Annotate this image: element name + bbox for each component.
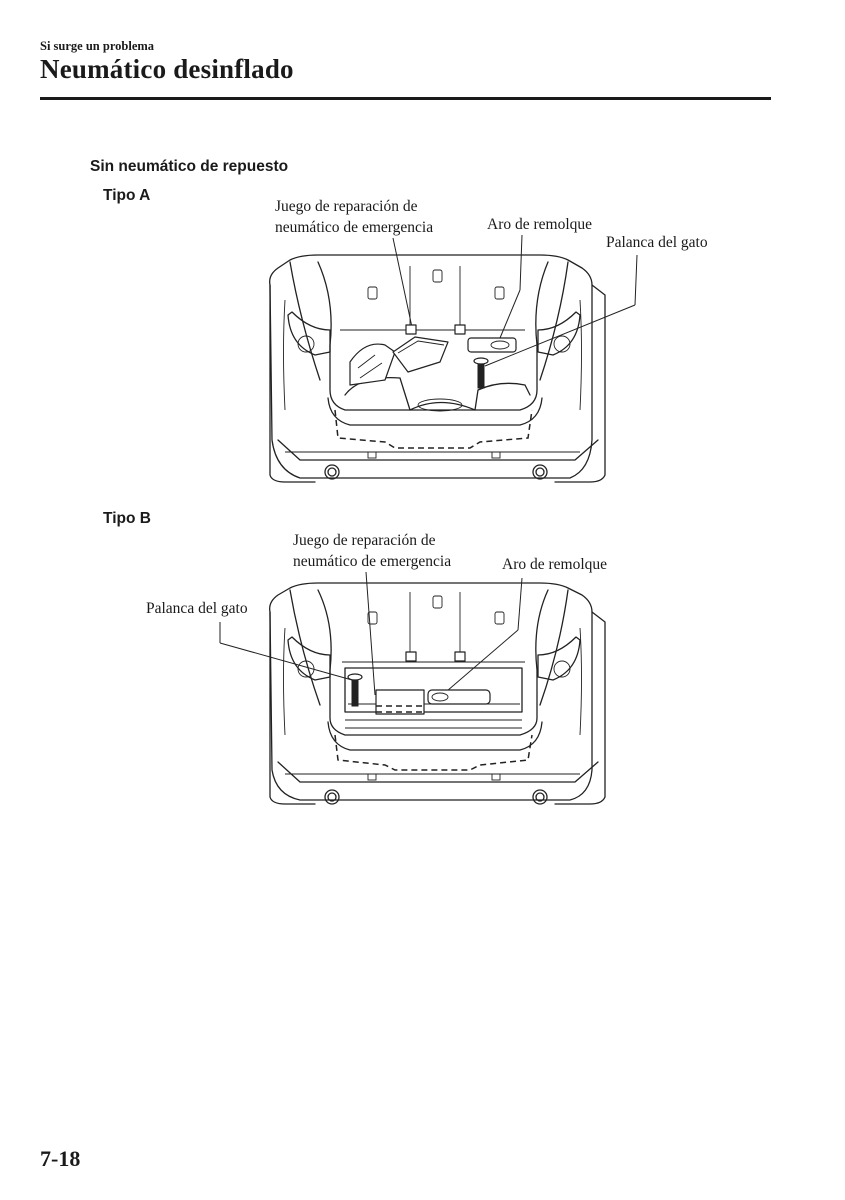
figure-a-jack-lever-callout: Palanca del gato <box>606 234 708 251</box>
figure-a-car-body <box>269 254 593 479</box>
figure-b-tow-ring <box>427 689 491 705</box>
figure-b-repair-kit-leader <box>365 571 376 696</box>
figure-a-left-exhaust <box>324 464 340 480</box>
title-rule <box>40 97 771 100</box>
figure-a-tow-ring-leader <box>519 234 523 291</box>
figure-b-jack-lever-callout: Palanca del gato <box>146 600 248 617</box>
figure-b-right-taillight <box>537 636 581 681</box>
figure-a-hidden-outline <box>334 409 533 449</box>
figure-a-repair-kit-callout-line2: neumático de emergencia <box>275 219 434 236</box>
figure-a-type-label: Tipo A <box>103 187 151 204</box>
figure-b-repair-kit-callout-line1: Juego de reparación de <box>293 532 436 549</box>
figure-b-type-label: Tipo B <box>103 510 151 527</box>
page-number: 7-18 <box>40 1146 81 1171</box>
figure-b-tow-ring-callout: Aro de remolque <box>502 556 608 573</box>
figure-a-trunk-illustration <box>269 234 638 483</box>
figure-b-repair-kit <box>375 689 425 715</box>
figure-a-foam-insert <box>349 343 396 386</box>
figure-a-repair-kit-callout-line1: Juego de reparación de <box>275 198 418 215</box>
figure-a-jack-lever-leader <box>634 254 638 306</box>
figure-a-left-taillight <box>287 311 331 356</box>
figure-b-trunk-illustration <box>219 571 606 805</box>
figure-a-right-exhaust <box>532 464 548 480</box>
figure-a-trunk-opening <box>317 261 549 411</box>
subsection-title: Sin neumático de repuesto <box>90 158 289 175</box>
figure-a-tow-ring-callout: Aro de remolque <box>487 216 593 233</box>
figure-b-repair-kit-callout-line2: neumático de emergencia <box>293 553 452 570</box>
figure-b-jack-lever-leader <box>219 642 353 681</box>
figure-b-car-body <box>269 582 593 801</box>
figure-b-left-taillight <box>287 636 331 681</box>
figure-b-left-exhaust <box>324 789 340 805</box>
figure-a-right-taillight <box>537 311 581 356</box>
figure-b-hidden-outline <box>334 734 533 771</box>
figure-b-trunk-opening <box>317 589 549 736</box>
figure-b-tow-ring-leader <box>517 577 523 631</box>
figure-b-right-exhaust <box>532 789 548 805</box>
page-title: Neumático desinflado <box>40 54 294 84</box>
section-label: Si surge un problema <box>40 39 155 53</box>
figure-b-storage-tray <box>344 667 523 713</box>
figure-a-repair-kit <box>392 336 449 373</box>
